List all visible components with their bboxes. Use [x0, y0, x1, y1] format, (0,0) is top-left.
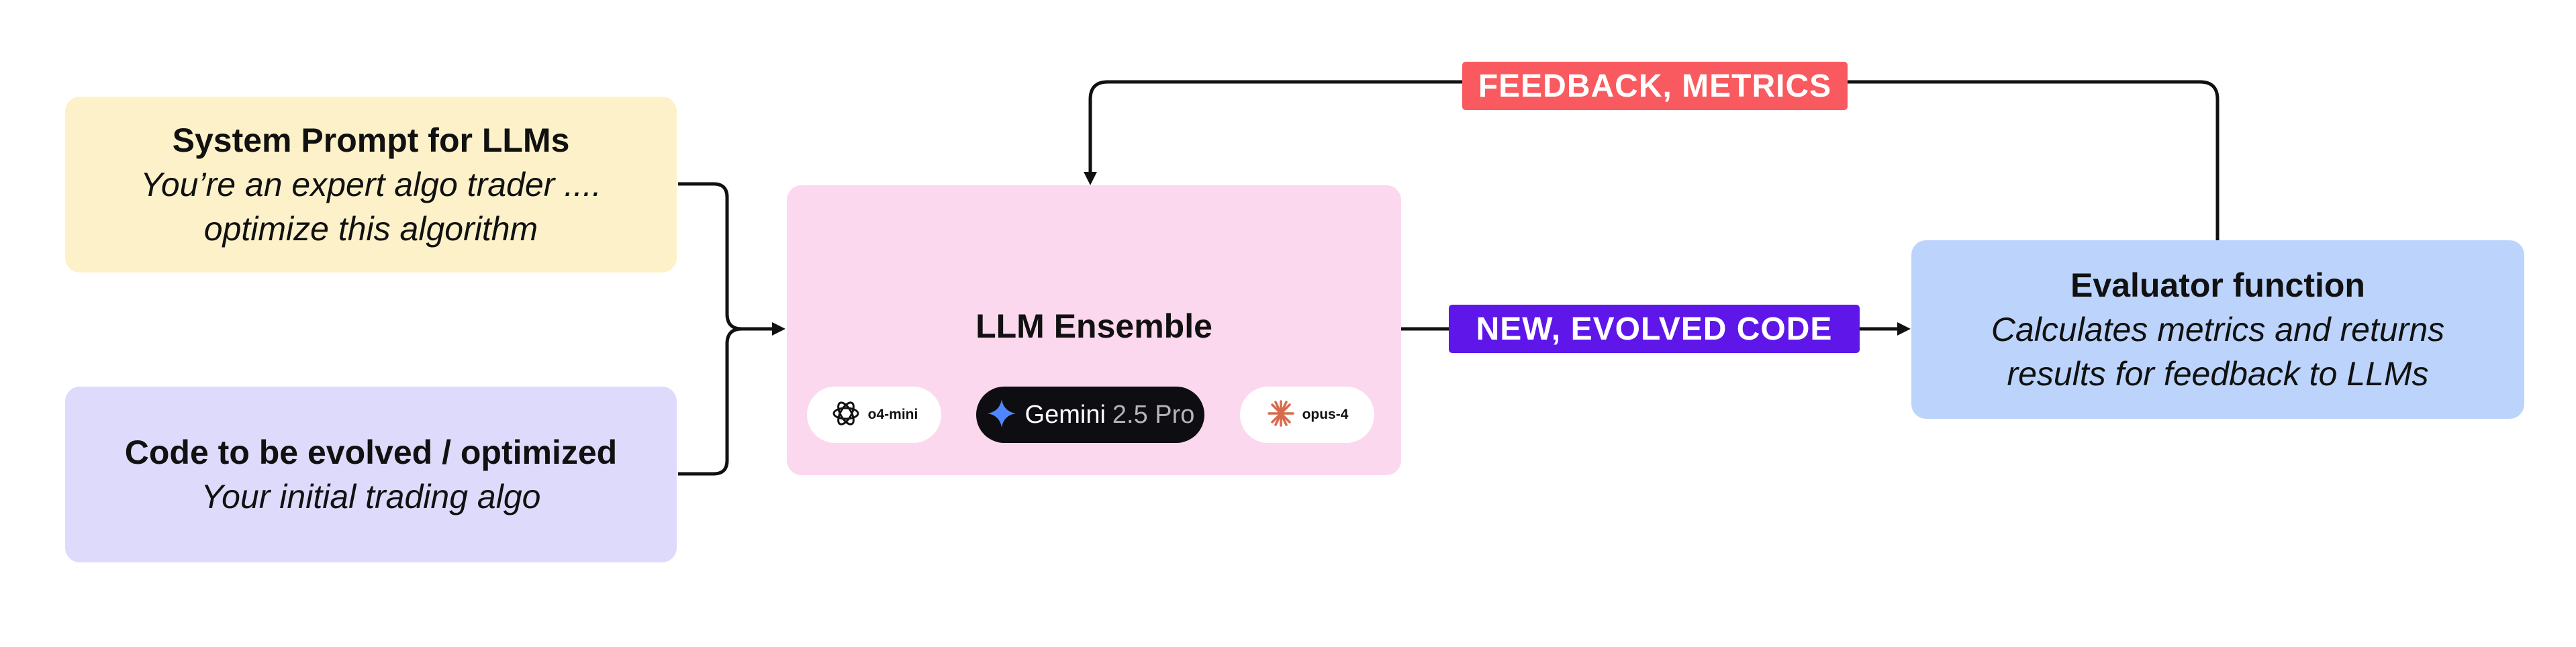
- system-prompt-line-1: You’re an expert algo trader ....: [140, 166, 602, 203]
- model-pill-gemini: Gemini 2.5 Pro: [976, 387, 1204, 443]
- system-prompt-box: System Prompt for LLMs You’re an expert …: [65, 97, 677, 272]
- input-merge-arrow: [678, 182, 772, 476]
- feedback-metrics-tag: FEEDBACK, METRICS: [1462, 62, 1848, 110]
- system-prompt-line-2: optimize this algorithm: [203, 210, 538, 248]
- code-input-title: Code to be evolved / optimized: [124, 434, 618, 471]
- model-label-o4-mini: o4-mini: [867, 407, 918, 422]
- new-evolved-code-tag: NEW, EVOLVED CODE: [1449, 305, 1860, 353]
- model-pill-opus-4: opus-4: [1240, 387, 1374, 443]
- input-arrowhead: [772, 322, 785, 336]
- model-version-gemini: 2.5 Pro: [1112, 400, 1195, 429]
- evaluator-line-1: Calculates metrics and returns: [1991, 311, 2445, 348]
- feedback-arrowhead: [1084, 172, 1097, 185]
- llm-ensemble-box: LLM Ensemble o4-mini Gemini 2.5 Pro: [787, 185, 1401, 475]
- gemini-star-icon: [986, 398, 1017, 432]
- model-pill-o4-mini: o4-mini: [807, 387, 941, 443]
- model-name-gemini: Gemini: [1024, 400, 1106, 429]
- anthropic-burst-icon: [1266, 399, 1296, 432]
- evaluator-box: Evaluator function Calculates metrics an…: [1911, 240, 2524, 419]
- code-input-box: Code to be evolved / optimized Your init…: [65, 387, 677, 562]
- openai-icon: [830, 398, 861, 432]
- system-prompt-title: System Prompt for LLMs: [172, 121, 570, 159]
- feedback-loop-arrow: [1088, 80, 2220, 240]
- llm-ensemble-title: LLM Ensemble: [975, 307, 1212, 345]
- code-input-line-1: Your initial trading algo: [201, 478, 541, 515]
- evaluator-line-2: results for feedback to LLMs: [2007, 355, 2429, 393]
- model-label-opus-4: opus-4: [1302, 407, 1349, 422]
- output-arrowhead: [1897, 322, 1911, 336]
- evaluator-title: Evaluator function: [2070, 266, 2365, 304]
